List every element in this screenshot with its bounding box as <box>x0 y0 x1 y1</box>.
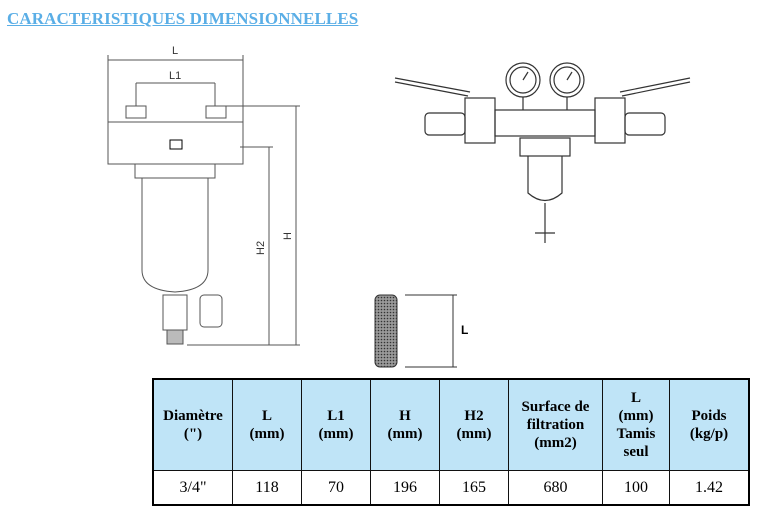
header-diametre: Diamètre(") <box>152 378 233 471</box>
label-L1: L1 <box>169 70 181 82</box>
installation-drawing <box>394 62 691 243</box>
cell-h2: 165 <box>439 470 509 506</box>
cell-l: 118 <box>232 470 302 506</box>
cell-poids: 1.42 <box>669 470 750 506</box>
table-row: 3/4" 118 70 196 165 680 100 1.42 <box>152 470 750 506</box>
dimensions-table: Diamètre(") L(mm) L1(mm) H(mm) H2(mm) Su… <box>152 378 750 506</box>
label-H: H <box>282 232 294 240</box>
header-h2: H2(mm) <box>439 378 509 471</box>
header-poids: Poids(kg/p) <box>669 378 750 471</box>
table-header-row: Diamètre(") L(mm) L1(mm) H(mm) H2(mm) Su… <box>152 378 750 471</box>
section-title: CARACTERISTIQUES DIMENSIONNELLES <box>7 9 359 28</box>
cell-l1: 70 <box>301 470 371 506</box>
header-l1: L1(mm) <box>301 378 371 471</box>
label-L: L <box>172 45 178 57</box>
label-screen-L: L <box>461 323 468 337</box>
header-h: H(mm) <box>370 378 440 471</box>
screen-cartridge-drawing: L <box>374 294 468 368</box>
filter-dimension-drawing: L L1 H2 H <box>107 45 300 346</box>
cell-l-tamis: 100 <box>602 470 670 506</box>
header-l: L(mm) <box>232 378 302 471</box>
label-H2: H2 <box>255 241 267 255</box>
cell-diametre: 3/4" <box>152 470 233 506</box>
cell-surface: 680 <box>508 470 603 506</box>
cell-h: 196 <box>370 470 440 506</box>
